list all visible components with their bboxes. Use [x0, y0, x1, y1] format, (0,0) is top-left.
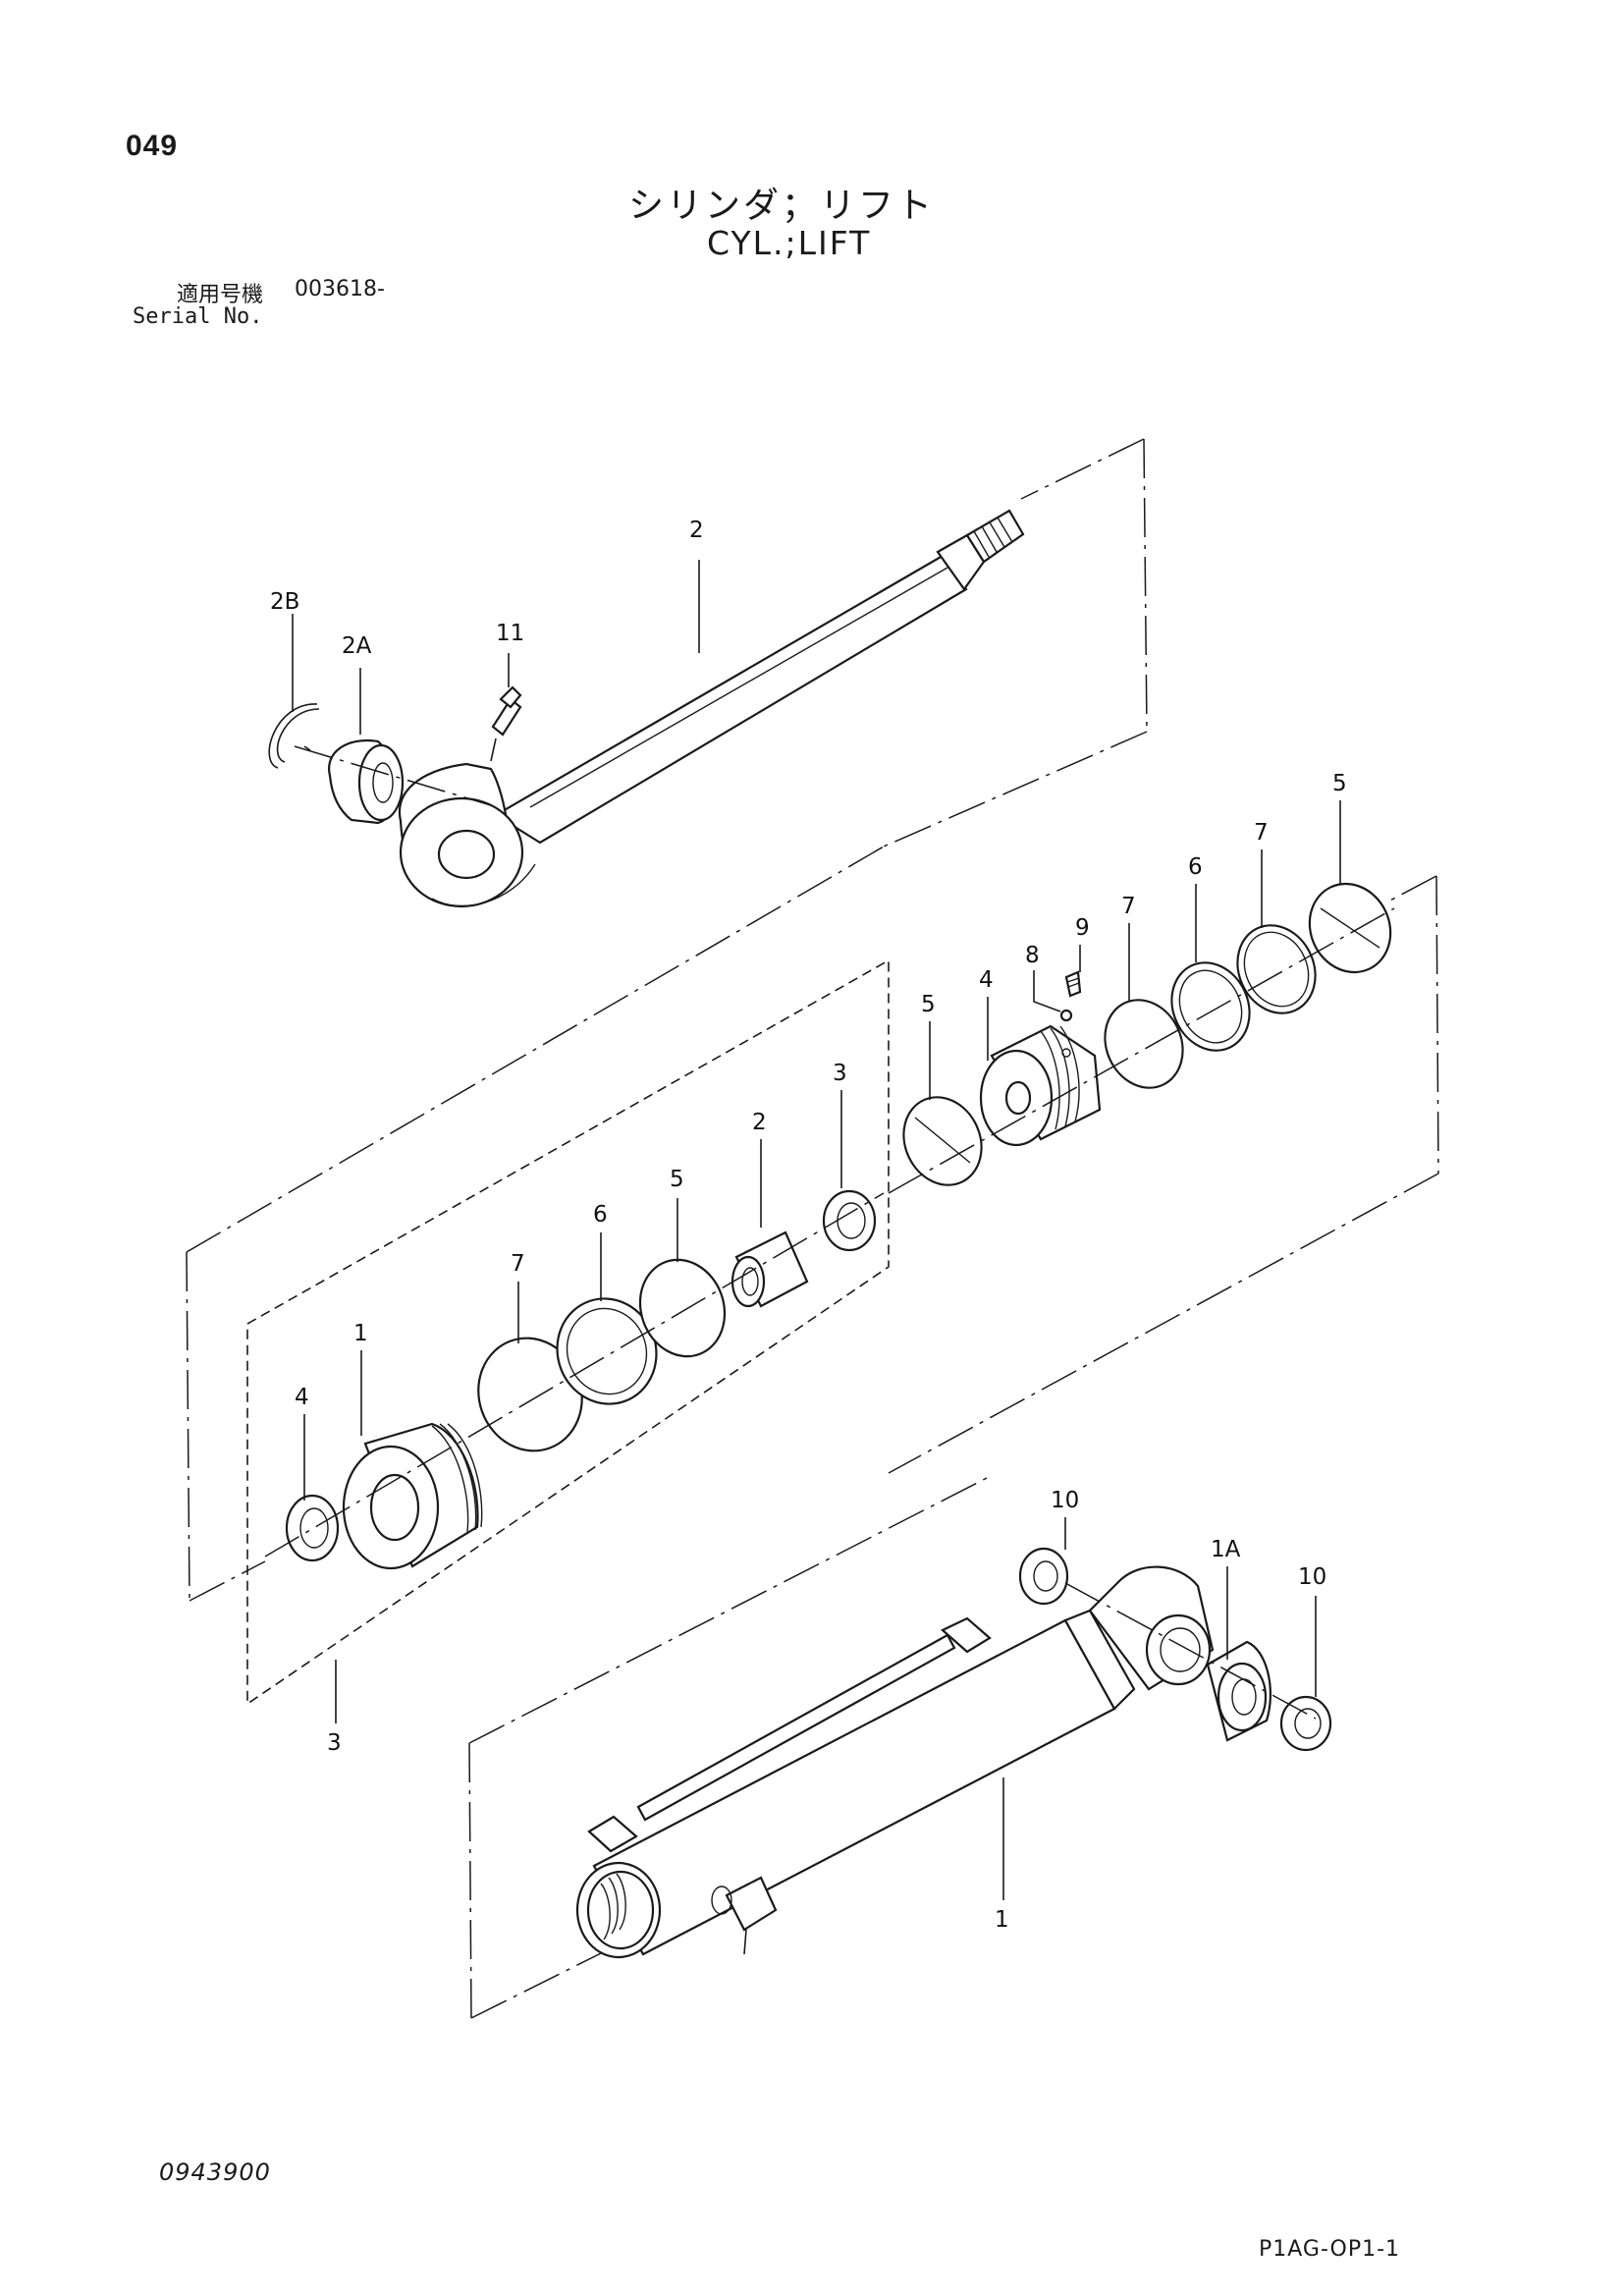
piston-part-8 [1033, 970, 1073, 1022]
kit-wiper [285, 1494, 340, 1562]
tube-seal-left [1018, 1547, 1069, 1606]
callout-seal-kit: 3 [327, 1730, 342, 1756]
page-number: 049 [126, 130, 179, 162]
rod-assembly: 2 2B 2A 11 [268, 438, 1148, 908]
piston-wear-ring-5b [1308, 882, 1392, 974]
tube-axis-line [1064, 1582, 1317, 1720]
callout-piston-ring-6: 6 [1188, 854, 1203, 880]
seal-kit-boundary [246, 958, 890, 1706]
piston-ring-7b [1236, 924, 1317, 1014]
title-english: CYL.;LIFT [707, 224, 872, 262]
kit-ring-5 [638, 1258, 727, 1358]
tube-frame-bottom [470, 1948, 610, 2019]
serial-label-japanese: 適用号機 [177, 283, 264, 307]
callout-grease-fitting: 11 [496, 621, 524, 646]
tube-frame-left [468, 1742, 472, 2019]
piston [979, 1024, 1102, 1147]
rod-snap-ring [268, 703, 320, 769]
group-frame-top [186, 846, 885, 1253]
group-frame-right [1435, 875, 1439, 1175]
group-frame-right-top [1383, 875, 1437, 904]
seal-kit: 3 4 1 7 [246, 958, 890, 1756]
callout-tube-bushing: 1A [1211, 1537, 1241, 1562]
rod-eye [398, 762, 536, 908]
tube-seal-right [1279, 1695, 1332, 1752]
callout-piston-ring-7b: 7 [1254, 820, 1269, 846]
kit-axis-line [264, 1192, 885, 1558]
callout-kit-bushing: 2 [752, 1110, 767, 1135]
callout-kit-head: 1 [353, 1321, 368, 1346]
callout-kit-ring-3: 3 [833, 1061, 847, 1086]
rod-axis-line [294, 745, 492, 806]
callout-tube: 1 [995, 1907, 1009, 1933]
callout-kit-ring-6: 6 [593, 1202, 608, 1228]
callout-piston-ring-5: 5 [921, 992, 936, 1017]
group-frame-left [186, 1251, 190, 1602]
piston-group: 5 4 8 9 [186, 771, 1439, 1602]
kit-head [342, 1422, 483, 1570]
rod-frame-top [1020, 438, 1145, 500]
serial-number-value: 003618- [295, 277, 385, 301]
tube-frame-top [468, 1477, 988, 1744]
piston-ring-7a [1104, 999, 1184, 1089]
callout-piston-9: 9 [1075, 915, 1090, 941]
callout-kit-ring-5: 5 [670, 1167, 684, 1192]
sheet-code: P1AG-OP1-1 [1259, 2237, 1401, 2262]
callout-tube-seal-left: 10 [1051, 1488, 1079, 1513]
cylinder-tube [575, 1565, 1215, 1959]
callout-rod: 2 [689, 518, 704, 543]
group-frame-bottom-left [189, 1560, 266, 1602]
group-frame-bottom [888, 1173, 1439, 1474]
title-japanese: シリンダ；リフト [628, 186, 936, 226]
cylinder-tube-assembly: 1 10 1A 10 [468, 1477, 1332, 2019]
callout-rod-snap-ring: 2B [270, 589, 299, 615]
piston-axis-line [888, 907, 1395, 1194]
callout-rod-bushing: 2A [342, 633, 372, 659]
grease-fitting [490, 685, 522, 762]
drawing-id: 0943900 [159, 2159, 271, 2186]
callout-kit-wiper: 4 [295, 1385, 309, 1410]
serial-label-english: Serial No. [133, 304, 263, 329]
callout-piston-ring-7a: 7 [1121, 894, 1136, 919]
piston-rod [493, 509, 1025, 845]
callout-piston-wear-5: 5 [1332, 771, 1347, 796]
piston-part-9 [1064, 945, 1082, 998]
rod-frame-right [1143, 438, 1148, 733]
callout-tube-seal-right: 10 [1298, 1564, 1326, 1590]
rod-frame-bottom [883, 731, 1148, 847]
tube-bushing [1206, 1640, 1271, 1742]
kit-ring-3 [822, 1189, 877, 1252]
piston-wear-ring-5 [902, 1096, 983, 1186]
callout-piston: 4 [979, 967, 994, 993]
kit-bushing [730, 1230, 809, 1308]
callout-piston-8: 8 [1025, 943, 1040, 968]
callout-kit-ring-7: 7 [511, 1251, 525, 1277]
rod-bushing [328, 738, 405, 825]
